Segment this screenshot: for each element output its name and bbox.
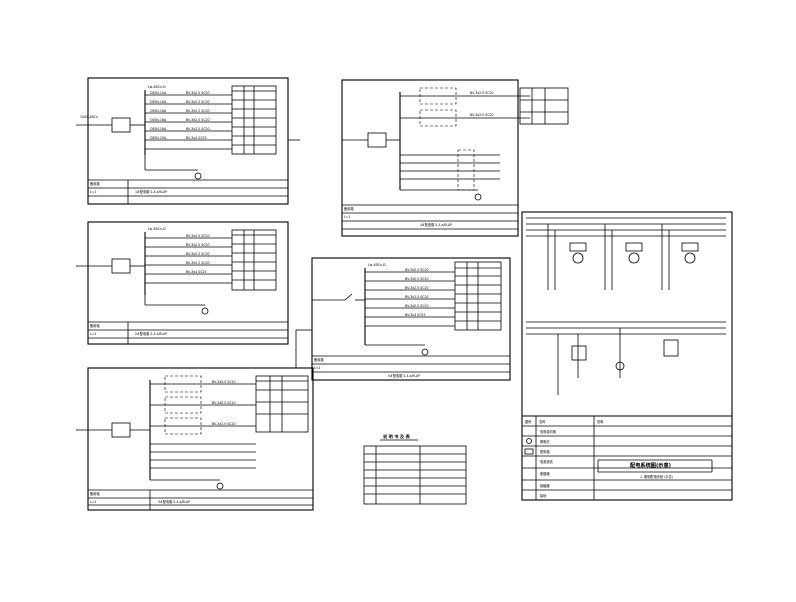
svg-text:BV-3x2.5 SC20: BV-3x2.5 SC20 [186, 127, 210, 131]
panel-3-footer-name: 3#配电箱 S-4.a/B-AP [158, 499, 190, 504]
legend-header-1: 名称 [539, 419, 546, 424]
legend-title: 配电系统图(示意) [630, 461, 671, 469]
svg-text:BV-3x2.5 SC20: BV-3x2.5 SC20 [212, 422, 236, 426]
svg-text:BV-3x2.5 SC20: BV-3x2.5 SC20 [405, 286, 429, 290]
svg-text:C65N-16A: C65N-16A [150, 118, 167, 122]
svg-text:BV-3x2.5 SC20: BV-3x2.5 SC20 [186, 91, 210, 95]
svg-text:BV-3x2.5 SC20: BV-3x2.5 SC20 [212, 380, 236, 384]
panel-5-footer-label: 备用箱 [314, 357, 324, 362]
panel-3-footer-label: 备用箱 [90, 491, 100, 496]
svg-text:BV-3x2.5 SC20: BV-3x2.5 SC20 [470, 113, 494, 117]
legend-sheet: 图例 名称 说明 双电源切换 照明灯 配电箱 电源进线 断路器 接触器 接地 配… [521, 211, 733, 501]
svg-text:BV-3x2.5 SC20: BV-3x2.5 SC20 [212, 401, 236, 405]
panel-1: 备用箱 L=1 1#配电箱 S-4.a/B-AP 1SA4-4BCn Lw-4B… [76, 77, 289, 205]
svg-text:BV-3x2.5 SC20: BV-3x2.5 SC20 [405, 304, 429, 308]
legend-row-2: 配电箱 [540, 449, 550, 454]
panel-5-breaker: Lw-4BCn-D [368, 263, 386, 267]
legend-row-1: 照明灯 [540, 439, 550, 444]
svg-text:BV-3x4 SC25: BV-3x4 SC25 [405, 313, 426, 317]
svg-text:BV-3x2.5 SC20: BV-3x2.5 SC20 [405, 268, 429, 272]
panel-1-footer-label: 备用箱 [90, 181, 100, 186]
panel-4-footer-name: 4#配电箱 S-4.a/B-AP [420, 222, 452, 227]
notes-title: 说 明 书 及 表 [383, 433, 411, 440]
legend-row-5: 接触器 [540, 483, 550, 488]
svg-text:BV-3x4 SC25: BV-3x4 SC25 [186, 136, 207, 140]
svg-text:BV-3x2.5 SC20: BV-3x2.5 SC20 [186, 234, 210, 238]
panel-2-breaker: Lw-4BCn-D [148, 227, 166, 231]
svg-text:BV-3x2.5 SC20: BV-3x2.5 SC20 [470, 91, 494, 95]
legend-row-3: 电源进线 [540, 459, 554, 464]
panel-3: 备用箱 L=1 3#配电箱 S-4.a/B-AP BV-3x2.5 SC20 B… [76, 367, 314, 511]
svg-text:BV-3x2.5 SC20: BV-3x2.5 SC20 [405, 295, 429, 299]
legend-row-0: 双电源切换 [540, 429, 557, 434]
svg-text:BV-3x2.5 SC20: BV-3x2.5 SC20 [186, 100, 210, 104]
panel-icon [524, 448, 534, 455]
panel-5: 备用箱 L=1 5#配电箱 S-4.a/B-AP Lw-4BCn-D BV-3x… [311, 257, 511, 381]
svg-text:BV-3x2.5 SC20: BV-3x2.5 SC20 [186, 118, 210, 122]
svg-text:C65N-16A: C65N-16A [150, 127, 167, 131]
svg-text:BV-3x4 SC25: BV-3x4 SC25 [186, 270, 207, 274]
legend-row-6: 接地 [540, 493, 547, 498]
svg-text:BV-3x2.5 SC20: BV-3x2.5 SC20 [186, 109, 210, 113]
legend-subtitle: 1. 照明配电系统 (示意) [640, 474, 673, 479]
panel-4-footer-row: L=1 [344, 215, 350, 219]
panel-4-footer-label: 备用箱 [344, 206, 354, 211]
panel-2-footer-label: 备用箱 [90, 323, 100, 328]
svg-text:1SA4-4BCn: 1SA4-4BCn [80, 115, 98, 119]
panel-2-footer-row: L=1 [90, 332, 96, 336]
svg-text:C65N-16A: C65N-16A [150, 100, 167, 104]
svg-text:BV-3x2.5 SC20: BV-3x2.5 SC20 [186, 261, 210, 265]
panel-3-footer-row: L=1 [90, 500, 96, 504]
panel-4: 备用箱 L=1 4#配电箱 S-4.a/B-AP BV-3x2.5 SC20 B… [341, 79, 569, 237]
svg-text:C65N-16A: C65N-16A [150, 109, 167, 113]
panel-1-footer-row: L=1 [90, 190, 96, 194]
notes-table: 说 明 书 及 表 [363, 433, 467, 505]
panel-2: 备用箱 L=1 2#配电箱 S-4.a/B-AP Lw-4BCn-D BV-3x… [76, 221, 289, 345]
panel-1-breaker: Lw-4BCn-D [148, 85, 166, 89]
svg-text:BV-3x2.5 SC20: BV-3x2.5 SC20 [186, 252, 210, 256]
lamp-icon [526, 438, 532, 444]
legend-row-4: 断路器 [540, 471, 550, 476]
panel-1-footer-name: 1#配电箱 S-4.a/B-AP [135, 189, 167, 194]
svg-text:BV-3x2.5 SC20: BV-3x2.5 SC20 [405, 277, 429, 281]
panel-5-footer-row: L=1 [314, 366, 320, 370]
svg-text:C65N-10A: C65N-10A [150, 91, 167, 95]
svg-text:C65N-20A: C65N-20A [150, 136, 167, 140]
panel-2-footer-name: 2#配电箱 S-4.a/B-AP [135, 331, 167, 336]
legend-header-0: 图例 [525, 419, 531, 424]
svg-text:BV-3x2.5 SC20: BV-3x2.5 SC20 [186, 243, 210, 247]
panel-5-footer-name: 5#配电箱 S-4.a/B-AP [388, 373, 420, 378]
legend-header-2: 说明 [597, 419, 603, 424]
